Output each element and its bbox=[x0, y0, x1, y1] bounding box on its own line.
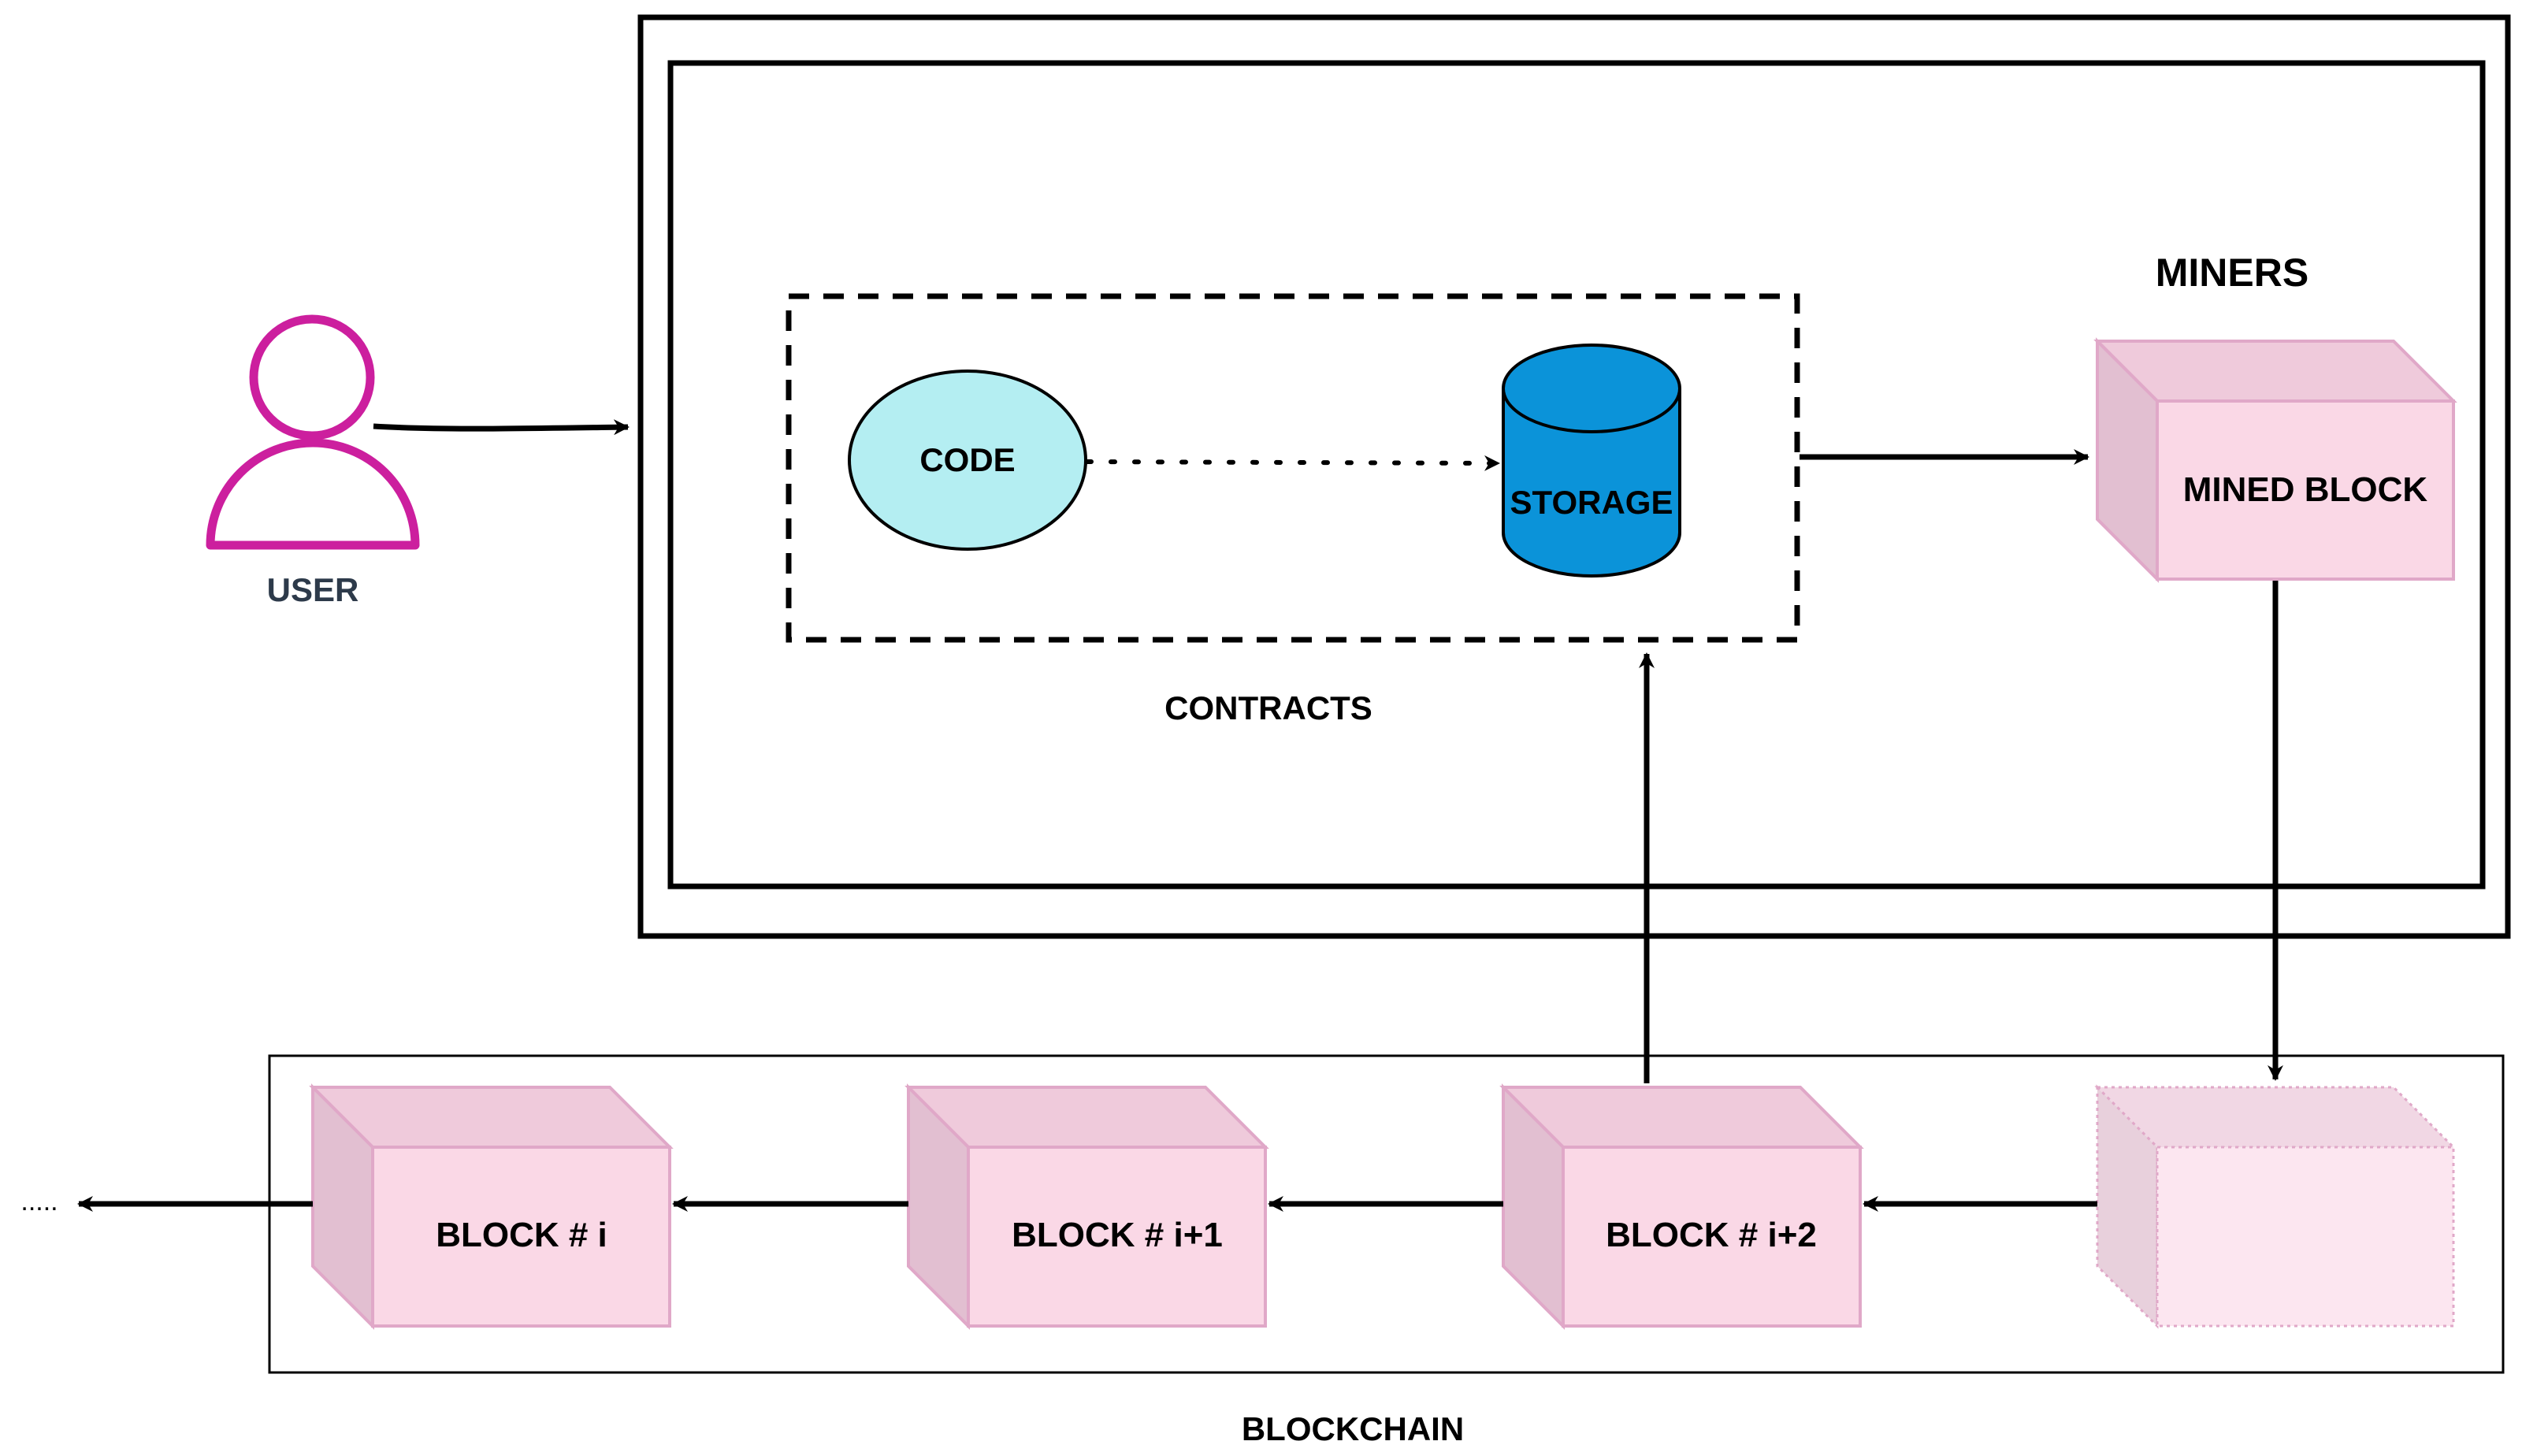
mined-block-label: MINED BLOCK bbox=[2183, 470, 2428, 509]
user-label: USER bbox=[267, 571, 359, 608]
user-to-system-arrow bbox=[373, 419, 630, 436]
storage-label: STORAGE bbox=[1510, 484, 1673, 521]
user-icon bbox=[206, 314, 420, 550]
contracts-box bbox=[786, 293, 1800, 643]
code-label: CODE bbox=[919, 441, 1015, 478]
mined-block-cube bbox=[2093, 337, 2457, 583]
chain-continues-ellipsis: ..... bbox=[20, 1187, 58, 1216]
blockchain-label: BLOCKCHAIN bbox=[1242, 1410, 1464, 1447]
database-icon bbox=[1502, 344, 1681, 578]
code-to-storage-arrow bbox=[1085, 455, 1501, 471]
block-label: BLOCK # i+2 bbox=[1606, 1216, 1817, 1254]
contracts-label: CONTRACTS bbox=[1164, 689, 1372, 726]
block-label: BLOCK # i+1 bbox=[1012, 1216, 1223, 1254]
blockchain-container bbox=[268, 1054, 2505, 1374]
miners-label: MINERS bbox=[2156, 251, 2308, 295]
cube-icon bbox=[904, 1083, 1269, 1330]
block-label: BLOCK # i bbox=[436, 1216, 607, 1254]
system-outer-frame bbox=[637, 14, 2511, 939]
system-inner-frame bbox=[667, 60, 2486, 890]
pending-block-cube bbox=[2094, 1084, 2457, 1329]
cube-icon bbox=[309, 1083, 674, 1330]
cube-icon bbox=[1499, 1083, 1864, 1330]
